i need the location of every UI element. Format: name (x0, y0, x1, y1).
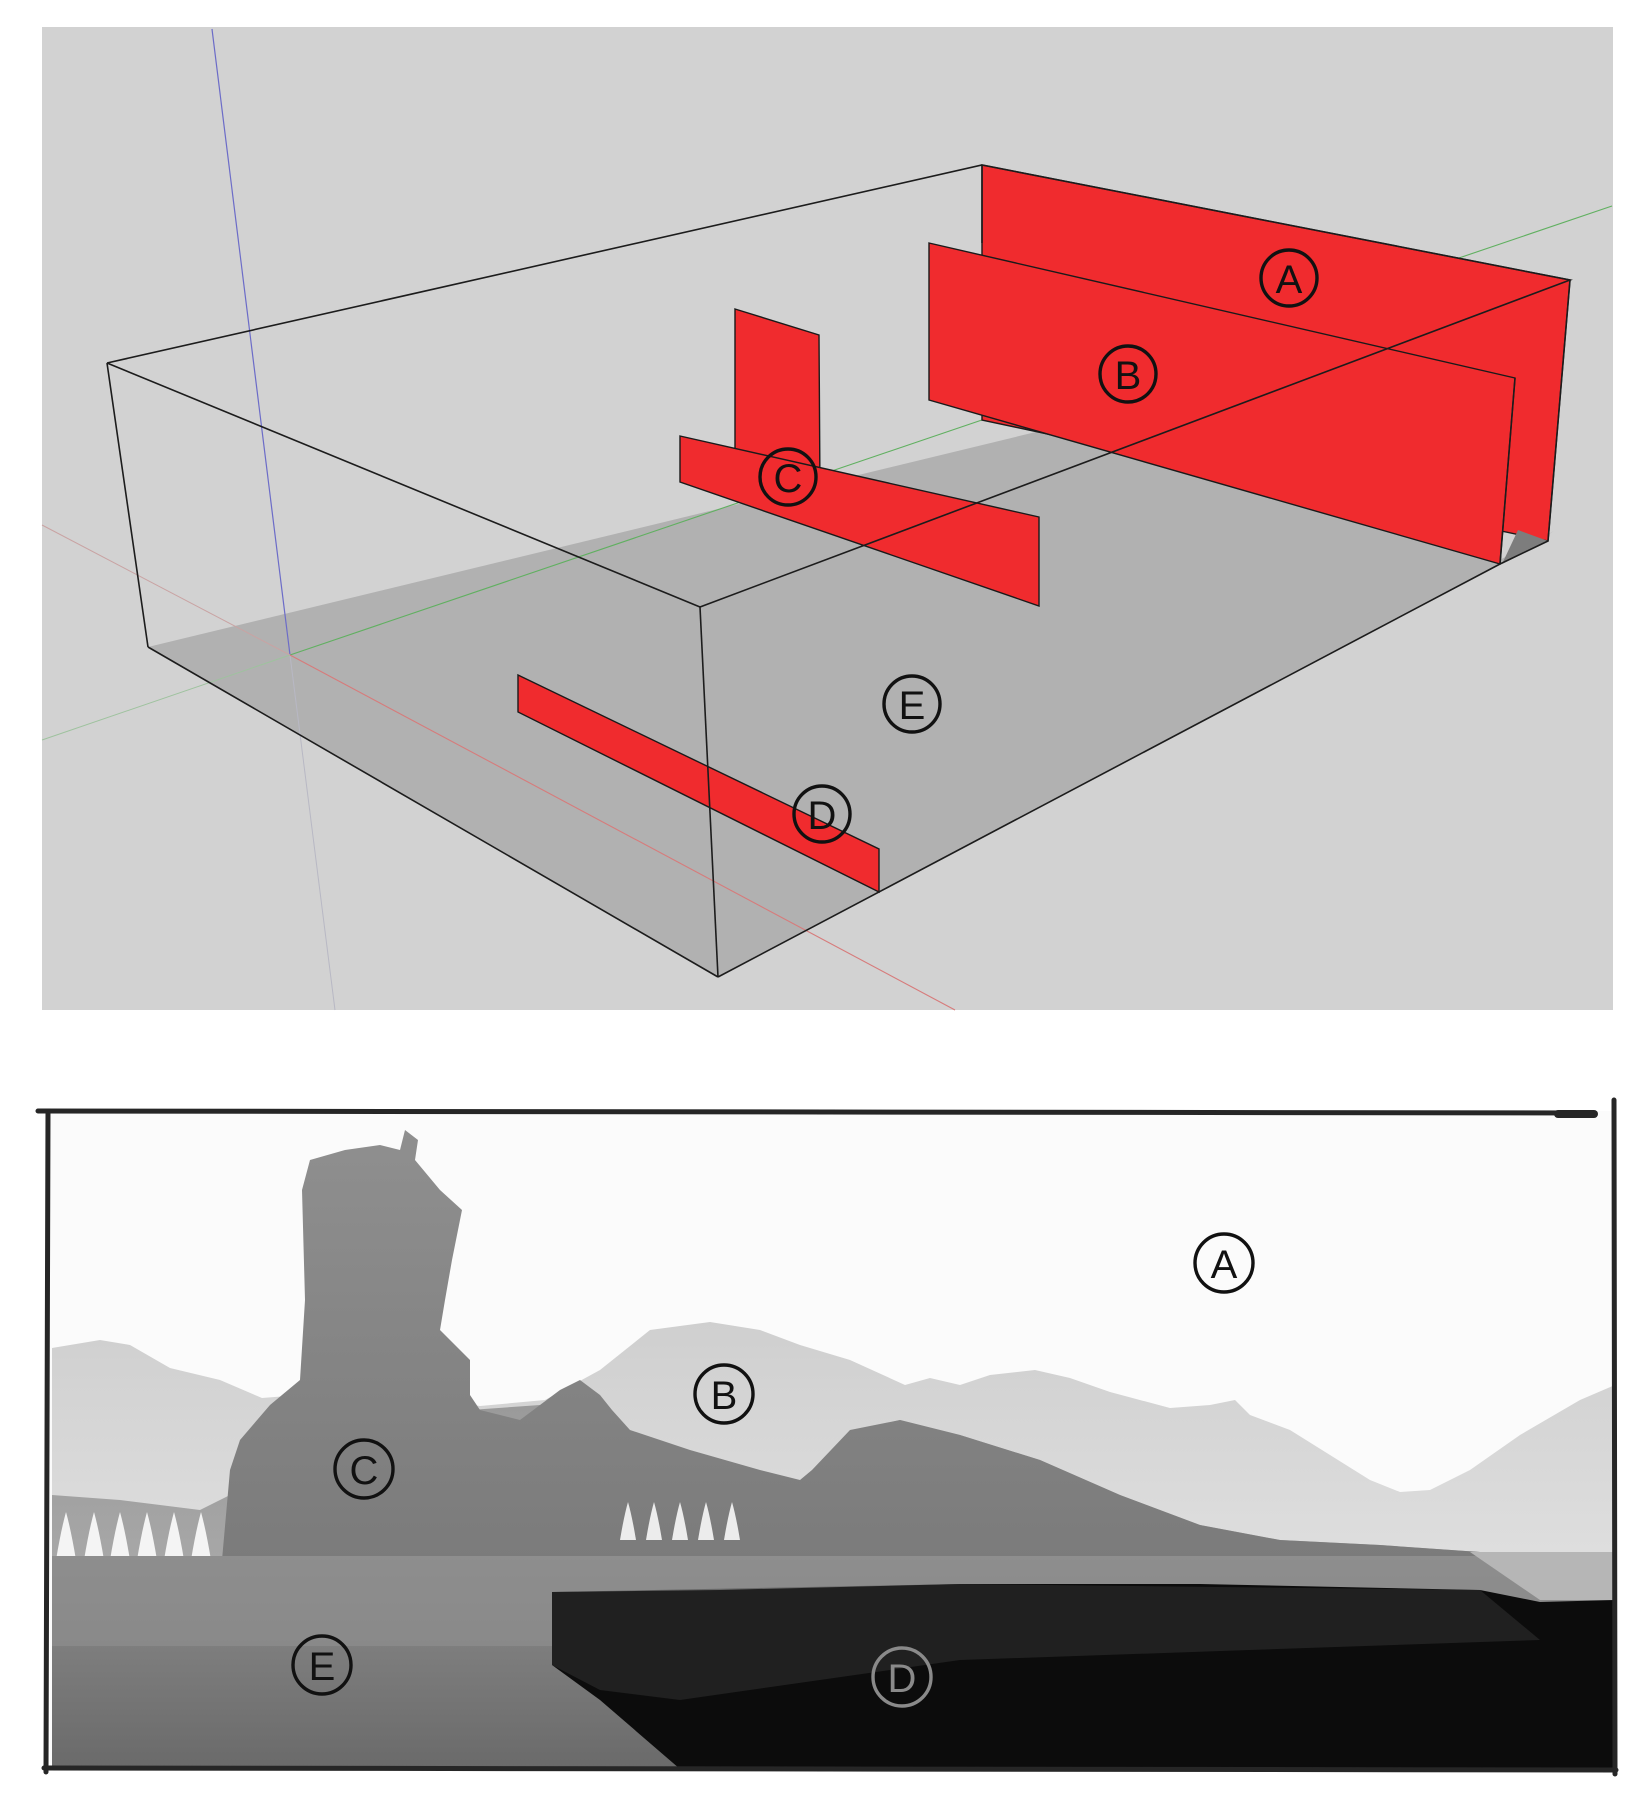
ground-right-light (1470, 1552, 1615, 1600)
top-3d-panel: A B C D E (41, 27, 1613, 1011)
label-e: E (899, 684, 926, 728)
tower-ruin (222, 1130, 1615, 1560)
label-c: C (774, 457, 803, 501)
foreground-slab-top (552, 1584, 1540, 1700)
label-d-marker: D (792, 784, 852, 844)
label-d: D (808, 794, 837, 838)
label-b: B (1115, 354, 1142, 398)
landscape-label-a-marker: A (1193, 1232, 1255, 1294)
label-c-marker: C (758, 447, 818, 507)
landscape-label-b-marker: B (693, 1363, 755, 1425)
box-wireframe (106, 164, 1573, 978)
axis-red-ext (41, 524, 291, 656)
landscape-label-c: C (350, 1449, 379, 1493)
arches-left (56, 1512, 211, 1560)
landscape-label-e-marker: E (291, 1634, 353, 1696)
panel-frame (35, 1097, 1619, 1777)
axis-blue (211, 28, 291, 656)
landscape-label-d: D (888, 1657, 917, 1701)
landscape-label-d-marker: D (871, 1646, 933, 1708)
axis-green-ext (41, 654, 291, 741)
label-b-marker: B (1098, 344, 1158, 404)
plane-c (679, 435, 1040, 607)
label-a-marker: A (1259, 248, 1319, 308)
axis-red (289, 654, 956, 1011)
foreground-slab (552, 1584, 1615, 1769)
floor-plane-back (148, 431, 1500, 977)
plane-a-shadow (1502, 530, 1548, 564)
bottom-landscape-panel: A B C D E (35, 1097, 1619, 1777)
axis-blue-lower (289, 654, 336, 1011)
landscape-label-b: B (711, 1374, 738, 1418)
arches-middle (620, 1502, 740, 1540)
label-a: A (1276, 258, 1303, 302)
landscape-label-e: E (309, 1645, 336, 1689)
label-e-marker: E (882, 674, 942, 734)
landscape-label-a: A (1211, 1243, 1238, 1287)
landscape-label-c-marker: C (333, 1438, 395, 1500)
